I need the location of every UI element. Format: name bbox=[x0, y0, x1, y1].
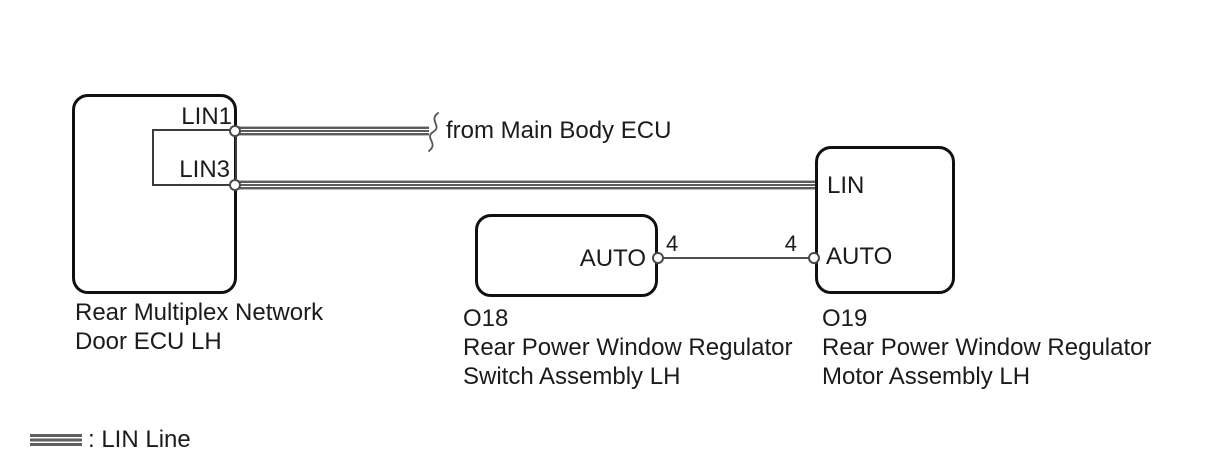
left-ecu-label: Rear Multiplex Network Door ECU LH bbox=[75, 298, 323, 356]
box-motor-assembly-o19 bbox=[815, 146, 955, 294]
box-rear-multiplex-door-ecu bbox=[72, 94, 237, 294]
lin3-wire-to-motor bbox=[235, 180, 816, 190]
o19-pin-number: 4 bbox=[784, 231, 797, 256]
o19-auto-connector-pin bbox=[808, 252, 820, 264]
o18-auto-pin-label: AUTO bbox=[579, 245, 646, 272]
o18-label-line2: Switch Assembly LH bbox=[463, 363, 681, 390]
box-switch-assembly-o18 bbox=[475, 214, 658, 297]
o19-label-line1: Rear Power Window Regulator bbox=[822, 334, 1152, 361]
lin-line-legend-label: : LIN Line bbox=[88, 426, 191, 453]
o18-auto-connector-pin bbox=[652, 252, 664, 264]
left-ecu-label-line2: Door ECU LH bbox=[75, 328, 222, 355]
o19-auto-pin-label: AUTO bbox=[826, 243, 893, 270]
o18-code: O18 bbox=[463, 305, 509, 332]
lin3-connector-pin bbox=[229, 179, 241, 191]
left-ecu-label-line1: Rear Multiplex Network bbox=[75, 299, 324, 326]
internal-junction-rect bbox=[152, 129, 237, 186]
o18-label-line1: Rear Power Window Regulator bbox=[463, 334, 793, 361]
o19-label: O19 Rear Power Window Regulator Motor As… bbox=[822, 304, 1151, 391]
o19-code: O19 bbox=[822, 305, 868, 332]
o18-pin-number: 4 bbox=[666, 231, 679, 256]
o19-lin-pin-label: LIN bbox=[827, 172, 865, 199]
from-main-body-ecu-annotation: from Main Body ECU bbox=[446, 117, 672, 144]
line-break-icon bbox=[428, 112, 439, 152]
auto-signal-wire bbox=[658, 257, 815, 259]
lin1-wire-to-main-body-ecu bbox=[235, 126, 429, 136]
lin1-pin-label: LIN1 bbox=[181, 103, 232, 130]
lin3-pin-label: LIN3 bbox=[179, 156, 230, 183]
lin-line-legend-sample bbox=[30, 434, 82, 446]
o19-label-line2: Motor Assembly LH bbox=[822, 363, 1031, 390]
lin1-connector-pin bbox=[229, 125, 241, 137]
o18-label: O18 Rear Power Window Regulator Switch A… bbox=[463, 304, 792, 391]
